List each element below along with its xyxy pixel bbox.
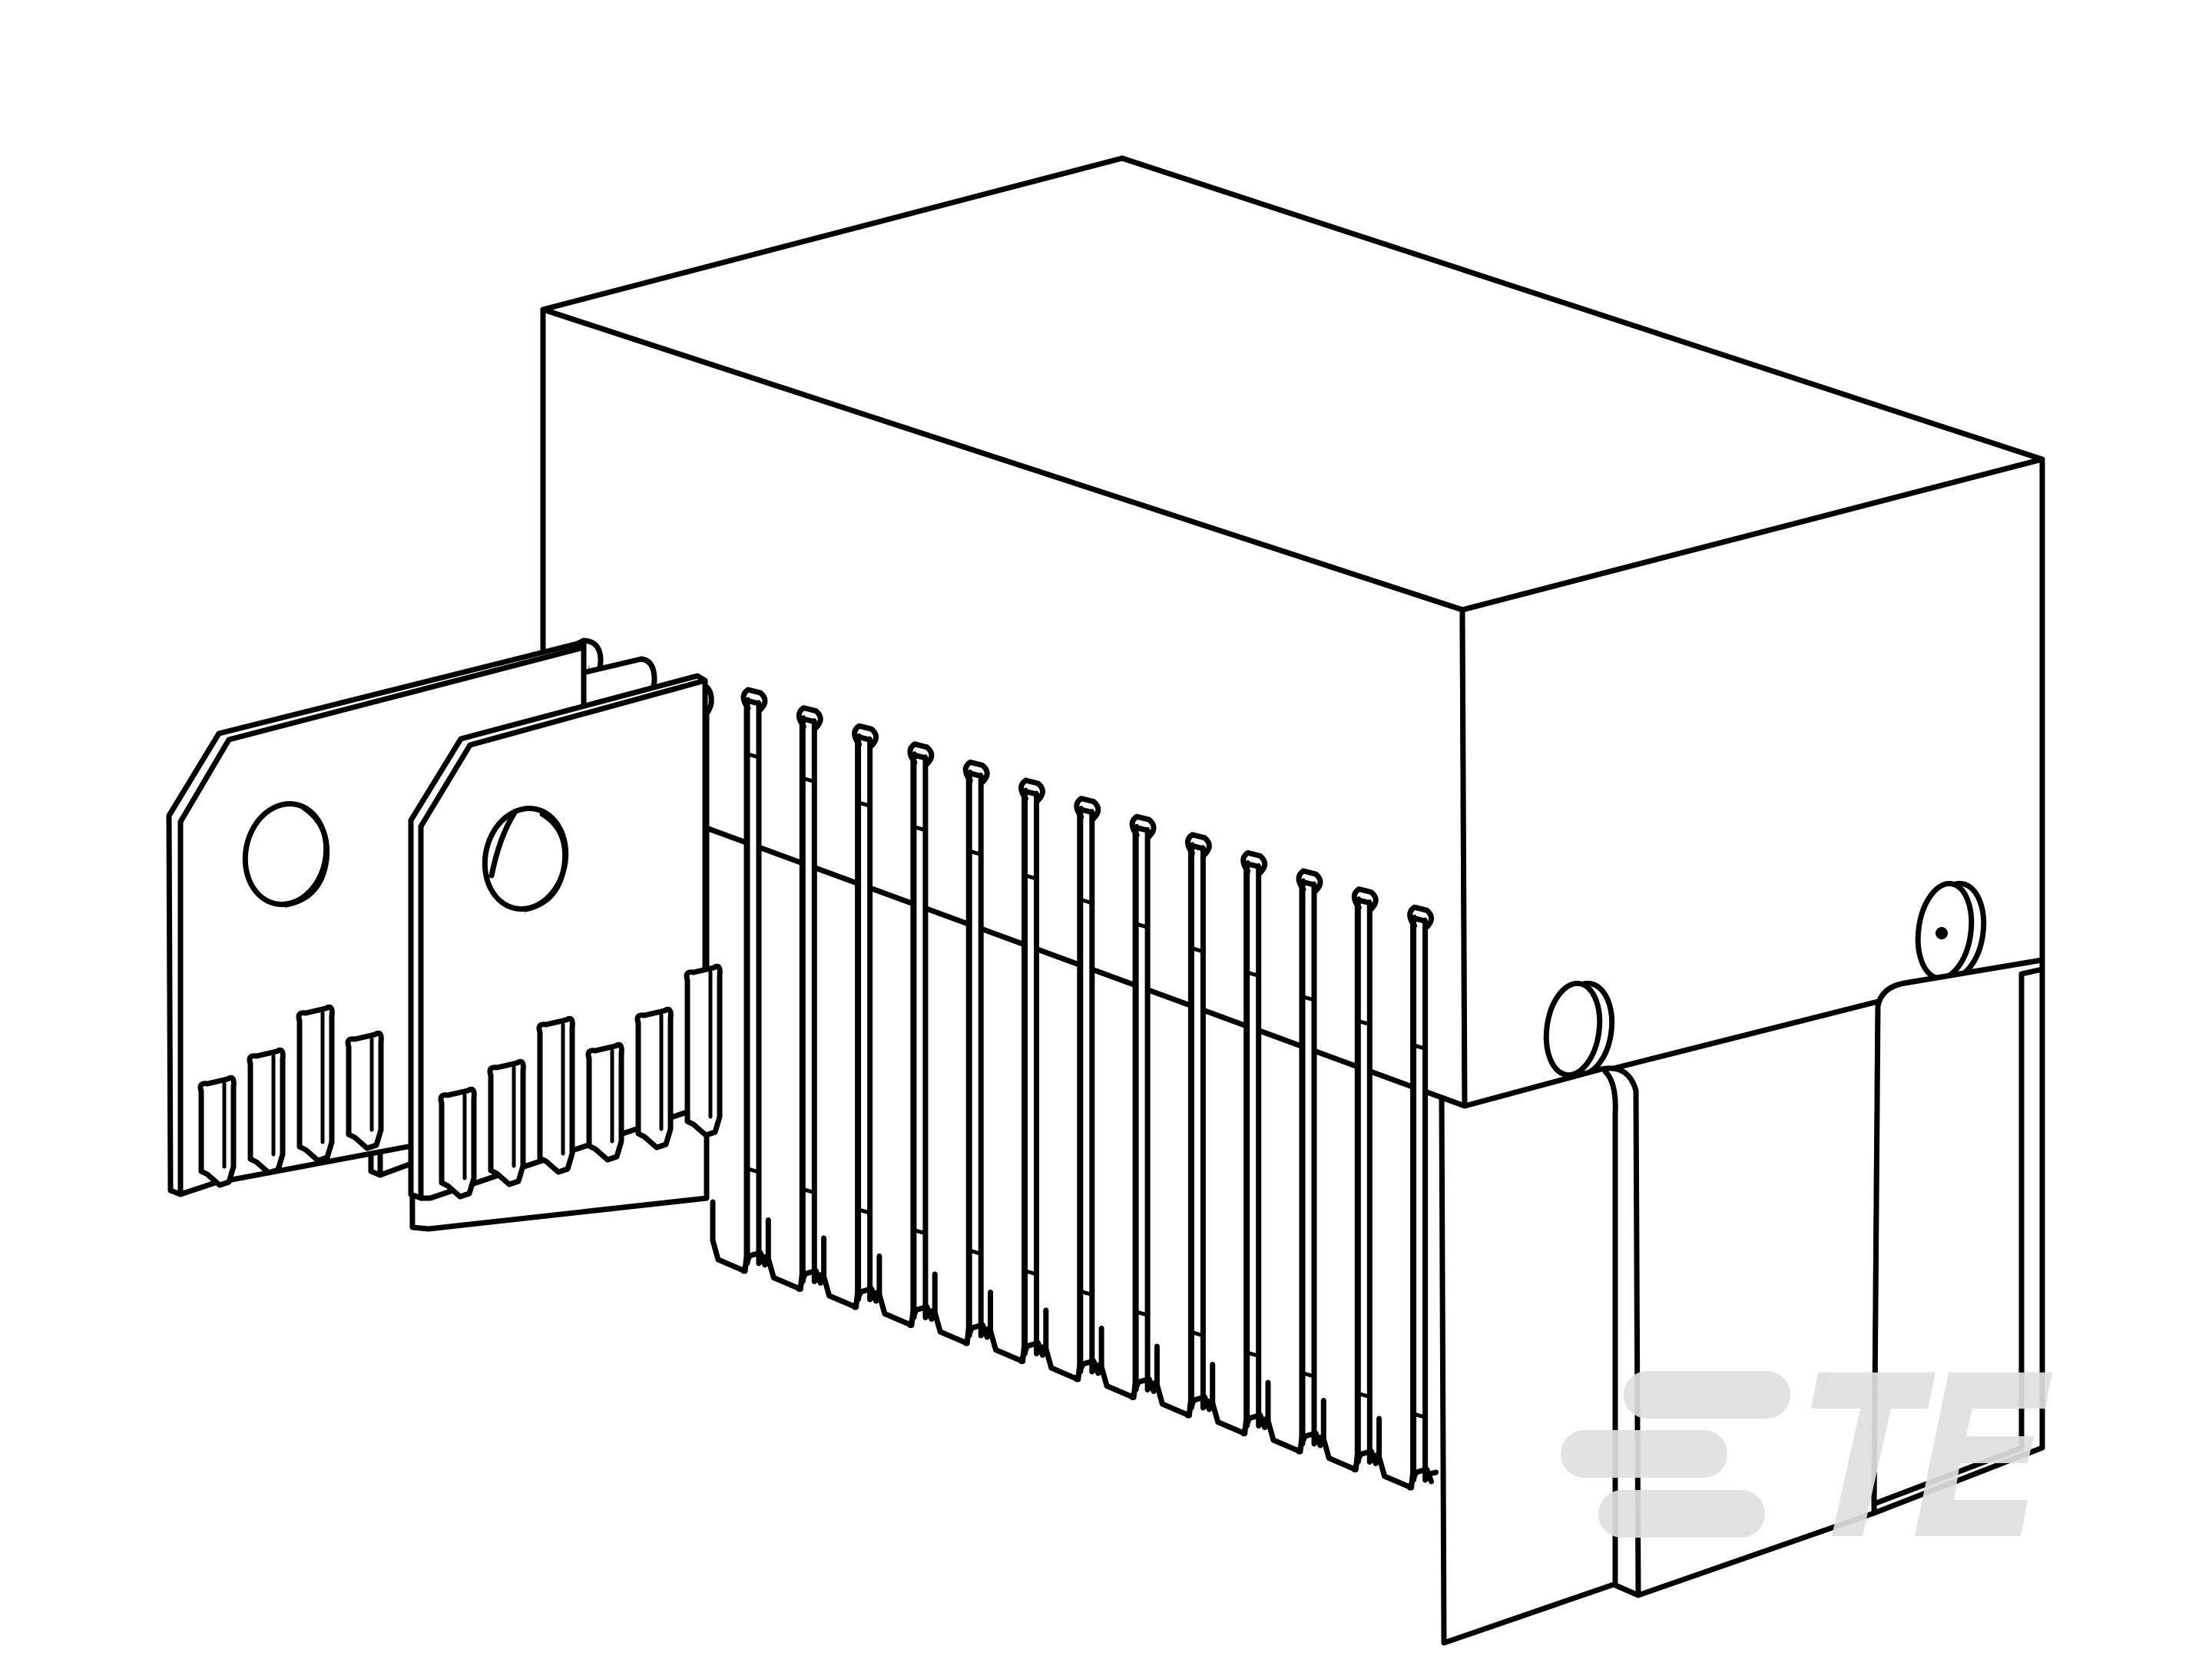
mounting-peg-left <box>1543 980 1615 1078</box>
compliant-pin-teeth <box>197 963 723 1200</box>
signal-fin <box>821 723 884 1310</box>
signal-fin <box>988 777 1050 1364</box>
logo-bar-bottom <box>1598 1490 1765 1538</box>
signal-fin <box>1265 868 1328 1455</box>
housing-box <box>540 155 2045 1109</box>
signal-fin <box>876 741 939 1328</box>
te-logo <box>1561 1371 2052 1538</box>
pin-tooth <box>585 1041 624 1163</box>
pin-tooth <box>536 1015 575 1175</box>
logo-letter-e <box>1915 1373 2052 1536</box>
signal-fin <box>1210 849 1273 1436</box>
pin-tooth <box>296 1004 335 1164</box>
pin-tooth <box>634 1006 674 1151</box>
signal-fin <box>932 759 995 1346</box>
signal-fin <box>1043 796 1106 1382</box>
signal-fin <box>1154 832 1217 1419</box>
logo-letter-t <box>1818 1373 1936 1536</box>
pin-tooth <box>345 1030 384 1151</box>
pin-tooth <box>438 1086 477 1200</box>
signal-fin <box>1376 904 1439 1491</box>
pin-tooth <box>684 963 723 1138</box>
peg-center-dot-icon <box>1936 927 1948 939</box>
front-plate-left <box>1439 1065 1877 1646</box>
pin-tooth <box>487 1058 526 1187</box>
logo-bar-top <box>1624 1371 1790 1419</box>
pin-tooth <box>247 1047 286 1176</box>
terminal-plate-right <box>408 673 708 1201</box>
pin-tooth <box>197 1075 237 1188</box>
signal-fin <box>1098 813 1161 1400</box>
logo-bar-middle <box>1561 1430 1727 1478</box>
signal-fin <box>710 687 773 1274</box>
signal-fin <box>1320 886 1383 1472</box>
mounting-peg-right <box>1915 880 1987 982</box>
signal-fins <box>710 687 1439 1491</box>
signal-fin <box>765 705 828 1292</box>
